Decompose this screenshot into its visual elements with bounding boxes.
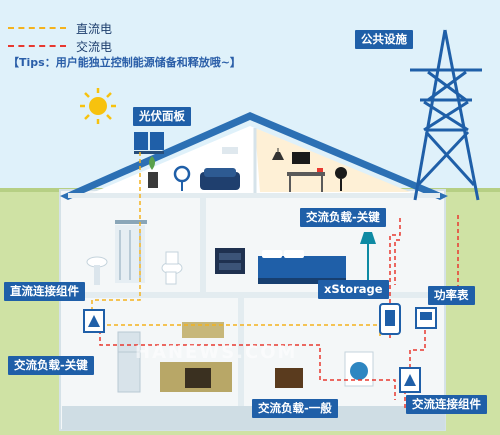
legend-dc-line xyxy=(8,27,66,29)
solar-panel-icon xyxy=(134,132,148,150)
label-ac-load-key-lower: 交流负载-关键 xyxy=(8,356,94,375)
oven-icon xyxy=(185,368,211,388)
legend-dc-label: 直流电 xyxy=(76,21,113,36)
fridge-icon xyxy=(117,331,141,393)
label-power-meter: 功率表 xyxy=(428,286,475,305)
ac-unit-icon xyxy=(222,147,238,154)
watermark: HANEWS.COM xyxy=(135,342,298,363)
bedroom xyxy=(215,232,376,285)
dresser-icon xyxy=(215,248,245,274)
dc-connector-device xyxy=(83,309,105,333)
pendant-lamp-icon xyxy=(272,152,284,160)
power-meter-device xyxy=(415,307,437,329)
label-ac-load-key-upper: 交流负载-关键 xyxy=(300,208,386,227)
monitor-icon xyxy=(292,152,310,164)
table-icon xyxy=(275,368,303,388)
floor-attic xyxy=(68,193,440,198)
office-chair-icon xyxy=(335,167,347,179)
sun-icon xyxy=(80,88,116,124)
xstorage-device xyxy=(379,303,401,335)
bed-icon xyxy=(258,256,346,278)
legend-dc: 直流电 xyxy=(8,20,112,36)
cabinet-upper-icon xyxy=(182,322,224,338)
desk-icon xyxy=(287,172,325,176)
legend-ac-label: 交流电 xyxy=(76,39,113,54)
label-public-facility: 公共设施 xyxy=(355,30,413,49)
label-ac-load-general: 交流负载-一般 xyxy=(252,399,338,418)
legend-ac: 交流电 xyxy=(8,38,112,54)
label-solar-panel: 光伏面板 xyxy=(133,107,191,126)
floor-middle xyxy=(68,292,440,298)
attic-furniture xyxy=(134,132,347,192)
ac-connector-device xyxy=(399,367,421,393)
wall-ground xyxy=(238,298,244,406)
kitchen xyxy=(117,322,374,393)
tips-text: 【Tips：用户能独立控制能源储备和释放哦~】 xyxy=(8,56,241,69)
power-pylon xyxy=(410,29,482,201)
legend-ac-line xyxy=(8,45,66,47)
floor-lamp-icon xyxy=(360,232,376,244)
label-ac-connector: 交流连接组件 xyxy=(406,395,487,414)
label-xstorage: xStorage xyxy=(318,280,389,299)
label-dc-connector: 直流连接组件 xyxy=(4,282,85,301)
wall-middle xyxy=(200,198,206,292)
plant-icon xyxy=(149,156,155,170)
